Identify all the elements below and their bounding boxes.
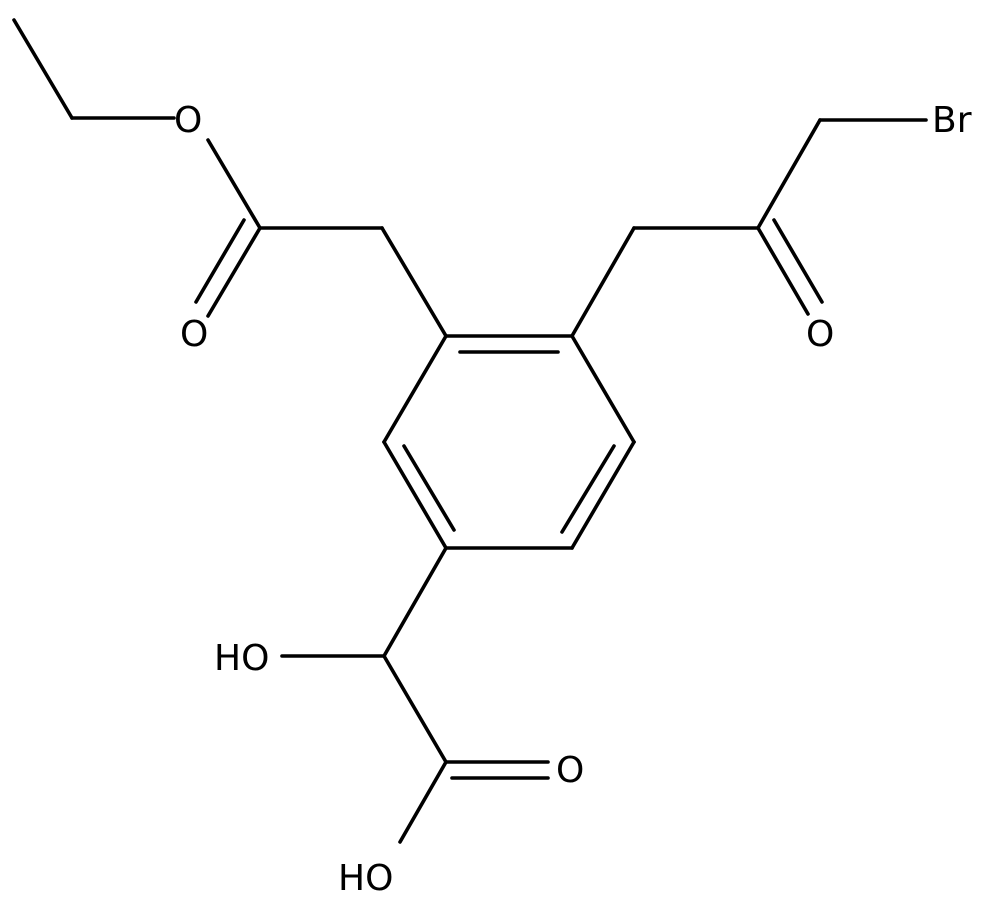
atom-labels: O O O Br HO O HO — [174, 100, 972, 899]
bond-ester-o-c — [206, 138, 262, 230]
atom-acid-hydroxyl: HO — [338, 858, 393, 899]
bond-ring-2 — [570, 334, 636, 444]
bond-ketone-c-ch2 — [756, 118, 822, 230]
bond-ester-c-o-2 — [194, 218, 246, 304]
bond-ring-3-inner — [560, 444, 616, 534]
bond-acid-c-oh — [398, 760, 448, 844]
bond-ring-ch2-b — [570, 226, 636, 338]
atom-ester-oxygen: O — [174, 100, 202, 141]
atom-ketone-oxygen: O — [806, 314, 834, 355]
bond-ring-6 — [382, 334, 448, 444]
bond-ketone-c-o-1 — [756, 226, 810, 316]
bond-ch2-ring-a — [380, 226, 448, 338]
bond-ring-3 — [570, 440, 636, 550]
atom-bromine: Br — [932, 100, 972, 141]
bond-choh-cooh — [382, 654, 448, 764]
bond-ring-5-inner — [402, 444, 456, 532]
atom-acid-carbonyl-oxygen: O — [556, 750, 584, 791]
bond-ring-5 — [382, 440, 448, 550]
atom-ester-carbonyl-oxygen: O — [180, 314, 208, 355]
atom-hydroxyl: HO — [214, 638, 269, 679]
bond-ring-choh — [382, 546, 448, 658]
bond-ethyl-ch3 — [12, 18, 74, 120]
bond-ester-c-o-1 — [206, 226, 262, 318]
bond-ketone-c-o-2 — [772, 218, 824, 304]
bonds — [12, 18, 928, 844]
